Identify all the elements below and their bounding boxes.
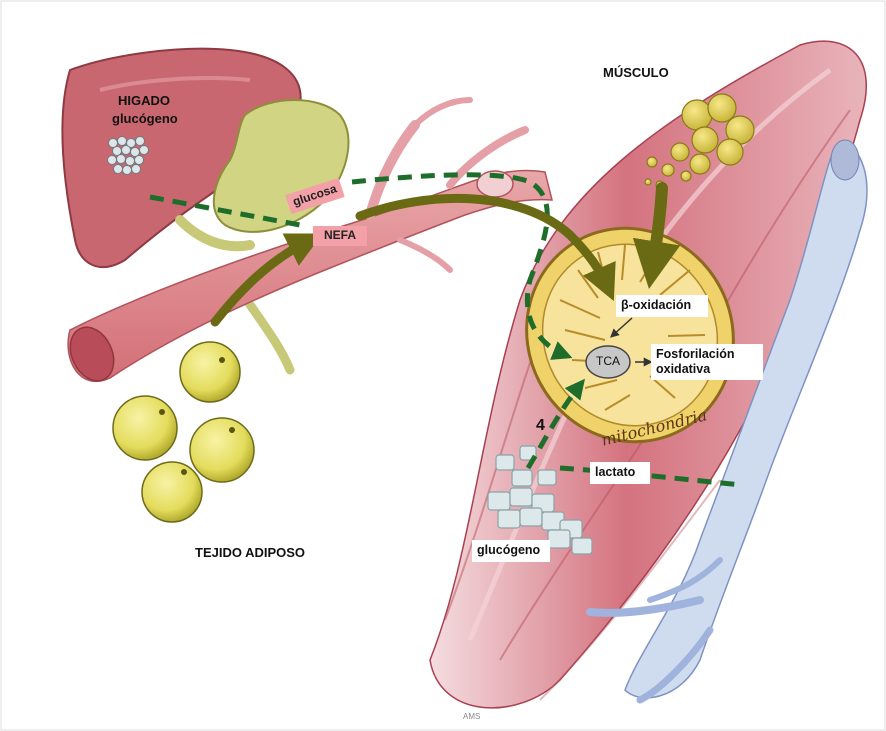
oxphos-line-1: Fosforilación bbox=[656, 347, 758, 362]
beta-oxidation-label: β-oxidación bbox=[616, 295, 708, 317]
step-number: 4 bbox=[536, 417, 545, 435]
liver-label: HIGADO bbox=[118, 94, 170, 109]
muscle-glycogen-label: glucógeno bbox=[472, 540, 550, 562]
nefa-label: NEFA bbox=[313, 226, 367, 246]
muscle-label: MÚSCULO bbox=[603, 66, 669, 81]
oxphos-line-2: oxidativa bbox=[656, 362, 758, 377]
lactate-label: lactato bbox=[590, 462, 650, 484]
artist-signature: AMS bbox=[463, 712, 480, 721]
tca-label: TCA bbox=[596, 355, 620, 369]
oxidative-phosphorylation-label: Fosforilación oxidativa bbox=[651, 344, 763, 380]
adipose-tissue-label: TEJIDO ADIPOSO bbox=[195, 546, 305, 561]
liver-glycogen-label: glucógeno bbox=[112, 112, 178, 127]
